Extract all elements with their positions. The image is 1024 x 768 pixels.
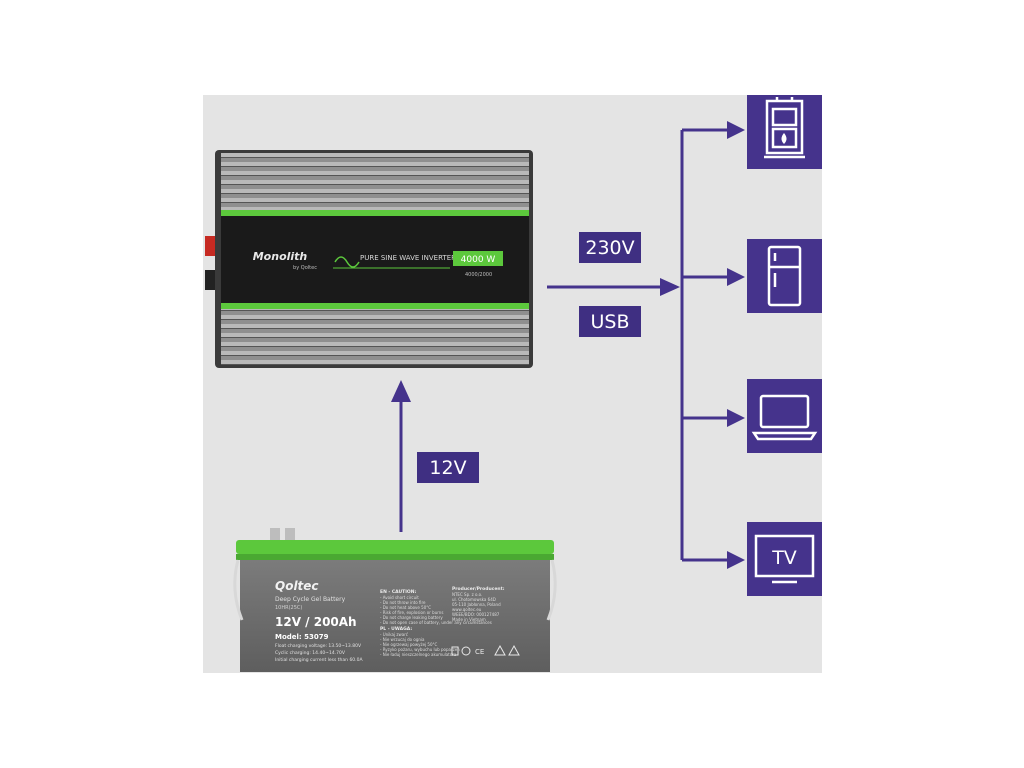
ce-mark-icon: CE	[475, 648, 484, 656]
battery-caution-line: - Do not throw into fire	[380, 600, 426, 605]
battery-pl-line: - Nie ogrzewaj powyżej 50°C	[380, 642, 438, 647]
tv-icon: TV	[754, 534, 815, 584]
battery-line1: Deep Cycle Gel Battery	[275, 596, 346, 603]
battery-spec-2: Cyclic charging: 14.40~14.70V	[275, 650, 346, 656]
warning-triangle-icon	[494, 644, 506, 656]
battery-spec-1: Float charging voltage: 13.50~13.80V	[275, 643, 362, 649]
battery-caution-line: - Risk of fire, explosion or burns	[380, 610, 443, 615]
battery-caution-line: - Avoid short circuit	[380, 595, 419, 600]
battery-handle-right	[546, 559, 557, 621]
battery-certification-icons: CE	[451, 644, 520, 656]
battery-pl-line: - Nie ładuj nieszczelnego akumulatora	[380, 652, 457, 657]
battery-producer-line: Made in Vietnam	[452, 617, 486, 622]
output-arrowhead	[660, 278, 680, 296]
battery-pl-title: PL - UWAGA:	[380, 626, 412, 632]
fridge-icon	[767, 245, 802, 307]
output-ac-label: 230V	[579, 232, 641, 263]
battery-producer-line: NTEC Sp. z o.o.	[452, 592, 482, 597]
input-12v-label: 12V	[417, 452, 479, 483]
battery-lid	[236, 540, 554, 554]
heatsink-fins-bottom	[221, 309, 529, 365]
branch-arrowhead-2	[727, 268, 745, 286]
battery-producer-line: www.qoltec.eu	[452, 607, 482, 612]
inverter-brand: Monolith	[253, 250, 308, 263]
weee-bin-icon	[451, 646, 459, 656]
battery-caution-line: - Do not heat above 50°C	[380, 605, 431, 610]
boiler-icon	[764, 97, 805, 159]
green-stripe-bottom	[221, 303, 529, 309]
battery-terminal-right	[285, 528, 295, 542]
battery-line2: 10HR(25C)	[275, 605, 302, 611]
battery-producer-lines: NTEC Sp. z o.o.ul. Chotomowska 64D05-110…	[452, 592, 501, 622]
battery-caution-title: EN - CAUTION:	[380, 589, 416, 595]
inverter-power-badge	[453, 251, 503, 266]
battery-brand: Qoltec	[275, 579, 319, 593]
battery-producer-line: ul. Chotomowska 64D	[452, 597, 496, 602]
inverter-type-text: PURE SINE WAVE INVERTER	[360, 254, 456, 262]
device-fridge	[747, 239, 822, 313]
hazard-triangle-icon	[508, 644, 520, 656]
battery-caution-line: - Do not charge leaking battery	[380, 615, 443, 620]
battery-terminal-left	[270, 528, 280, 542]
battery-producer-title: Producer/Producent:	[452, 586, 505, 592]
green-stripe-top	[221, 210, 529, 216]
inverter: Monolith by Qoltec PURE SINE WAVE INVERT…	[205, 150, 533, 368]
battery-producer-line: 05-110 Jabłonna, Poland	[452, 602, 501, 607]
battery-body	[240, 554, 550, 672]
battery-model: Model: 53079	[275, 633, 329, 641]
battery-pl-line: - Nie wrzucaj do ognia	[380, 637, 425, 642]
recycle-icon	[461, 646, 471, 656]
output-usb-label: USB	[579, 306, 641, 337]
branch-arrowhead-1	[727, 121, 745, 139]
laptop-icon	[751, 394, 818, 441]
device-boiler	[747, 95, 822, 169]
arrowheads	[391, 121, 745, 569]
sine-wave-icon	[334, 256, 360, 268]
inverter-sub-brand: by Qoltec	[293, 265, 317, 271]
battery-caution-lines: - Avoid short circuit- Do not throw into…	[380, 595, 492, 625]
connector-lines	[399, 128, 728, 562]
battery: Qoltec Deep Cycle Gel Battery 10HR(25C) …	[233, 528, 557, 672]
inverter-power: 4000 W	[461, 255, 496, 265]
branch-arrowhead-3	[727, 409, 745, 427]
inverter-power-sub: 4000/2000	[465, 272, 492, 278]
input-arrowhead	[391, 380, 411, 402]
heatsink-fins-top	[221, 153, 529, 213]
tv-icon-text: TV	[771, 547, 797, 569]
branch-arrowhead-4	[727, 551, 745, 569]
battery-pl-lines: - Unikaj zwarć- Nie wrzucaj do ognia- Ni…	[380, 632, 460, 657]
battery-spec-3: Initial charging current less than 60.0A	[275, 657, 363, 663]
battery-handle-left	[233, 559, 244, 621]
device-laptop	[747, 379, 822, 453]
battery-pl-line: - Unikaj zwarć	[380, 632, 408, 637]
battery-producer-line: WEEE/BDO: 000127487	[452, 612, 500, 617]
battery-rating: 12V / 200Ah	[275, 615, 357, 629]
battery-pl-line: - Ryzyko pożaru, wybuchu lub poparzeń	[380, 647, 460, 652]
device-tv: TV	[747, 522, 822, 596]
battery-caution-line: - Do not open case of battery, under any…	[380, 620, 492, 625]
